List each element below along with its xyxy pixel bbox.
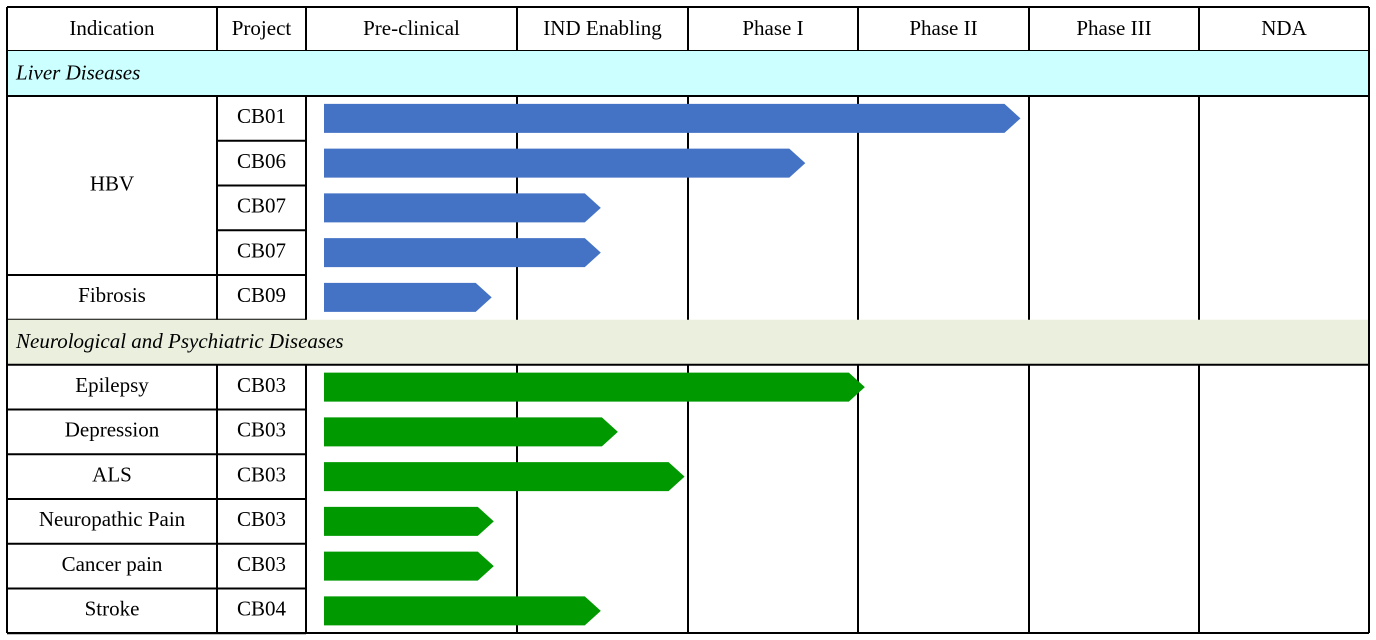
header-stage-pre-clinical: Pre-clinical	[363, 16, 460, 40]
progress-bar-cb09	[324, 282, 492, 312]
progress-bar-cb06	[324, 148, 806, 178]
header-stage-phase-i: Phase I	[742, 16, 803, 40]
header-stage-phase-iii: Phase III	[1076, 16, 1151, 40]
indication-label: Fibrosis	[78, 283, 146, 307]
progress-bar-cb07	[324, 238, 601, 268]
project-label: CB03	[237, 418, 286, 442]
header-indication: Indication	[69, 16, 155, 40]
progress-bar-cb04	[324, 596, 601, 626]
section-band	[7, 51, 1369, 96]
project-label: CB03	[237, 552, 286, 576]
indication-label: Stroke	[85, 597, 140, 621]
project-label: CB07	[237, 238, 286, 262]
section-title: Liver Diseases	[15, 60, 140, 84]
progress-bar-cb03	[324, 551, 494, 581]
project-label: CB09	[237, 283, 286, 307]
progress-bar-cb03	[324, 417, 618, 447]
project-label: CB07	[237, 194, 286, 218]
project-label: CB03	[237, 462, 286, 486]
indication-label: ALS	[92, 462, 132, 486]
project-label: CB01	[237, 104, 286, 128]
project-label: CB04	[237, 597, 287, 621]
progress-bar-cb03	[324, 462, 685, 492]
section-title: Neurological and Psychiatric Diseases	[15, 329, 344, 353]
section-band	[7, 319, 1369, 365]
header-stage-phase-ii: Phase II	[909, 16, 977, 40]
progress-bar-cb03	[324, 372, 865, 402]
indication-label: Depression	[65, 418, 160, 442]
indication-label: HBV	[90, 171, 134, 195]
indication-label: Cancer pain	[62, 552, 163, 576]
header-stage-ind-enabling: IND Enabling	[543, 16, 662, 40]
header-project: Project	[232, 16, 292, 40]
project-label: CB03	[237, 373, 286, 397]
indication-label: Neuropathic Pain	[39, 507, 186, 531]
progress-bar-cb01	[324, 103, 1021, 133]
indication-label: Epilepsy	[75, 373, 149, 397]
progress-bar-cb03	[324, 506, 494, 536]
header-stage-nda: NDA	[1261, 16, 1307, 40]
progress-bar-cb07	[324, 193, 601, 223]
project-label: CB06	[237, 149, 286, 173]
project-label: CB03	[237, 507, 286, 531]
